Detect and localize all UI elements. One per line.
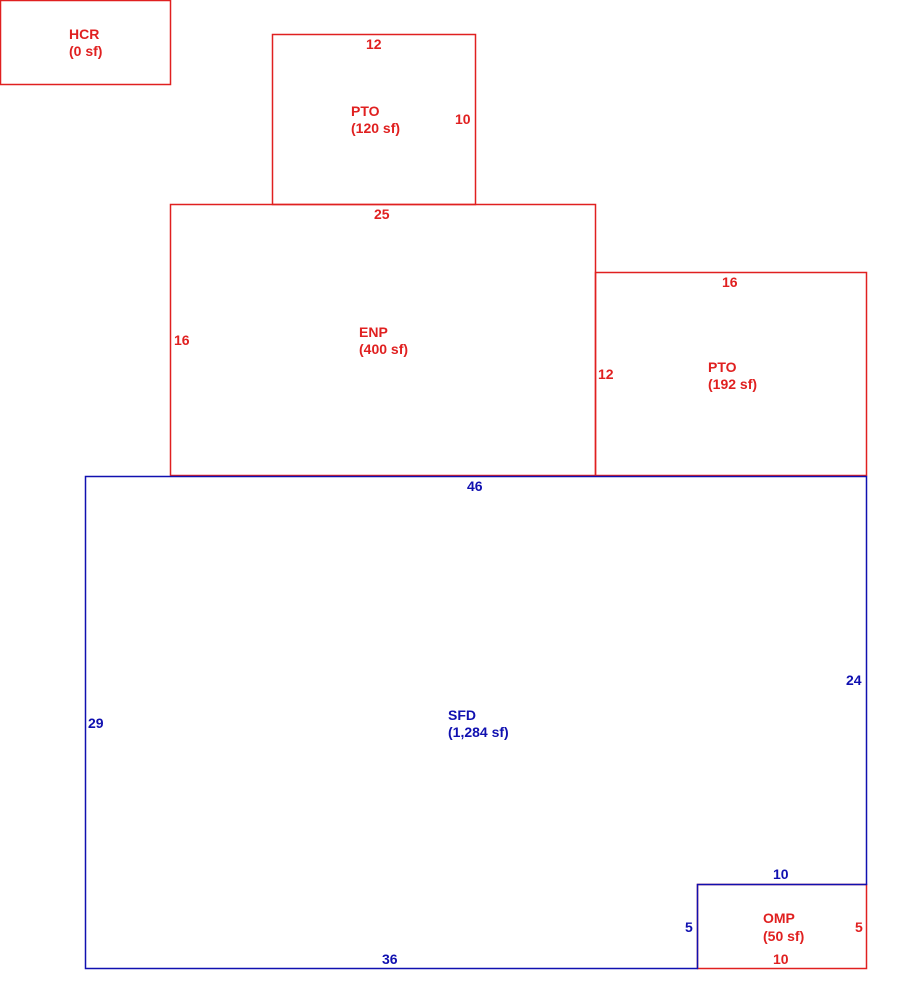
notch-top-dim: 10 — [773, 866, 789, 882]
enp-height-dim: 16 — [174, 332, 190, 348]
pto-right-outline — [594, 271, 868, 477]
hcr-area: (0 sf) — [69, 43, 102, 59]
enp-outline — [169, 203, 597, 477]
sfd-right-dim: 24 — [846, 672, 862, 688]
omp-code: OMP — [763, 910, 795, 926]
pto-right-height-dim: 12 — [598, 366, 614, 382]
enp-width-dim: 25 — [374, 206, 390, 222]
pto-right-code: PTO — [708, 359, 737, 375]
sfd-code: SFD — [448, 707, 476, 723]
sfd-top-dim: 46 — [467, 478, 483, 494]
pto-top-width-dim: 12 — [366, 36, 382, 52]
pto-top-area: (120 sf) — [351, 120, 400, 136]
pto-top-height-dim: 10 — [455, 111, 471, 127]
omp-area: (50 sf) — [763, 928, 804, 944]
omp-bottom-dim: 10 — [773, 951, 789, 967]
pto-top-code: PTO — [351, 103, 380, 119]
pto-right-width-dim: 16 — [722, 274, 738, 290]
enp-area: (400 sf) — [359, 341, 408, 357]
pto-right-area: (192 sf) — [708, 376, 757, 392]
sfd-outline — [84, 475, 868, 970]
sfd-left-dim: 29 — [88, 715, 104, 731]
notch-side-dim: 5 — [685, 919, 693, 935]
sfd-bottom-dim: 36 — [382, 951, 398, 967]
enp-code: ENP — [359, 324, 388, 340]
hcr-code: HCR — [69, 26, 99, 42]
omp-right-dim: 5 — [855, 919, 863, 935]
hcr-outline — [0, 0, 172, 86]
sfd-area: (1,284 sf) — [448, 724, 509, 740]
